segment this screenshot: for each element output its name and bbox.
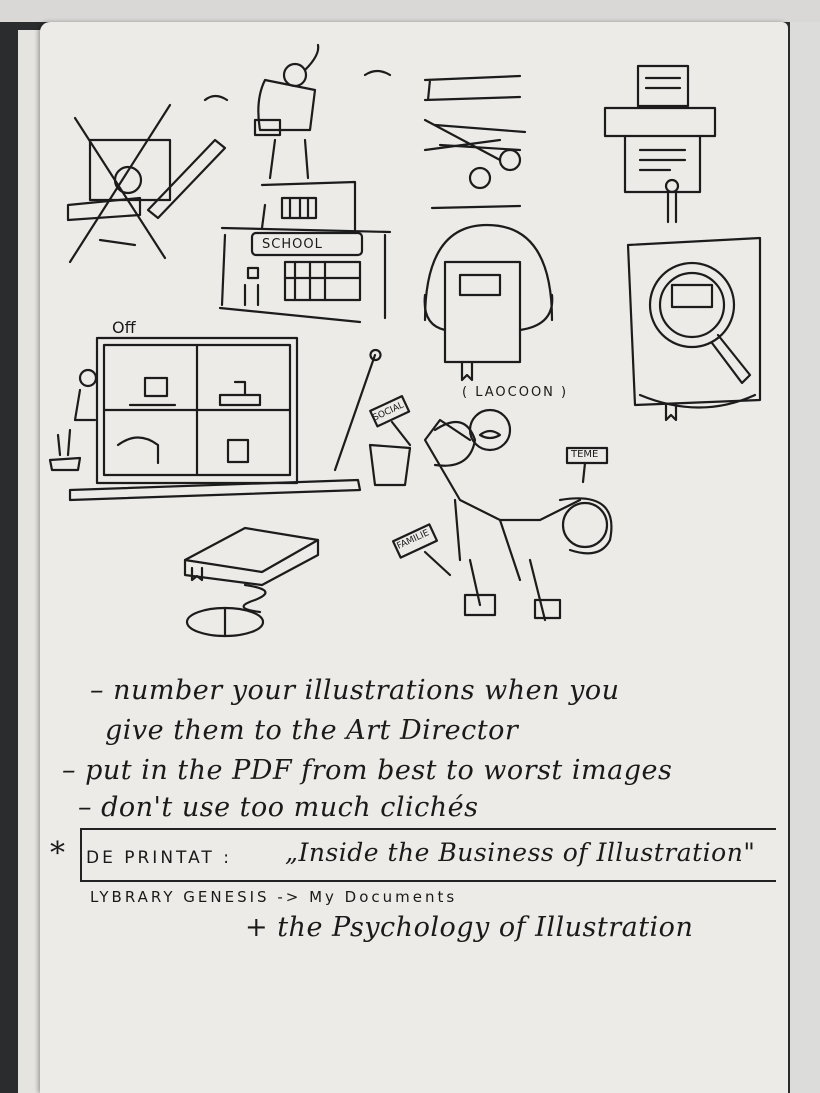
note-line-2: give them to the Art Director [105, 715, 519, 746]
scissors-sketch [423, 74, 527, 210]
off-label: Off [112, 318, 136, 337]
book-mouse-sketch [183, 526, 320, 638]
laocoon-label: ( LAOCOON ) [462, 385, 569, 400]
magnifier-book-sketch [626, 236, 762, 422]
boxed-prefix: DE PRINTAT : [86, 848, 232, 868]
school-label: SCHOOL [262, 237, 323, 252]
laocoon-sketch [369, 395, 613, 622]
background-surface [0, 0, 820, 22]
highlight-box [80, 828, 776, 882]
crossed-desk-sketch [66, 103, 227, 264]
note-line-7: + the Psychology of Illustration [245, 912, 694, 943]
school-sketch [203, 43, 392, 324]
book-headphones-sketch [423, 223, 554, 382]
note-line-6: LYBRARY GENESIS -> My Documents [90, 888, 458, 906]
printer-sketch [603, 64, 717, 224]
boxed-book-title: „Inside the Business of Illustration" [285, 838, 756, 867]
note-line-4: – don't use too much clichés [78, 792, 479, 823]
note-line-1: – number your illustrations when you [90, 675, 620, 706]
star-mark: * [50, 836, 66, 871]
video-call-sketch [48, 336, 412, 502]
teme-label: TEME [571, 449, 599, 460]
next-page-edge [790, 22, 820, 1093]
note-line-3: – put in the PDF from best to worst imag… [62, 755, 673, 786]
